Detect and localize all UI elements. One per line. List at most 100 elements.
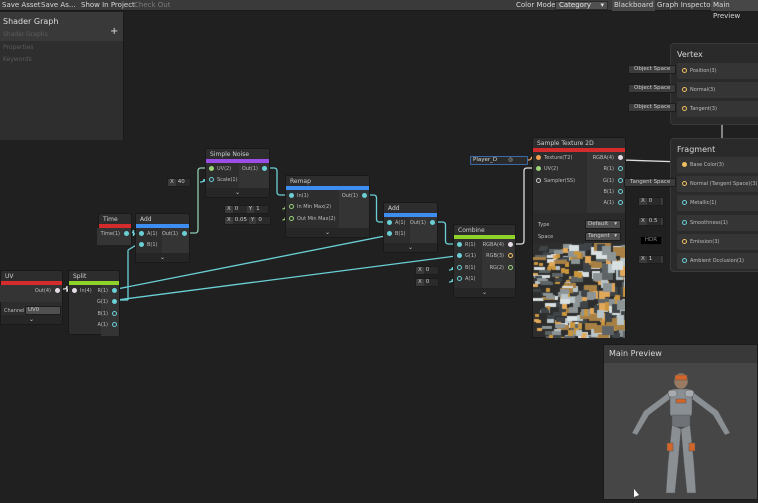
- check-out-button[interactable]: Check Out: [134, 1, 171, 9]
- wire[interactable]: [513, 167, 535, 245]
- output-port[interactable]: [262, 166, 267, 171]
- slot-port[interactable]: [682, 200, 687, 206]
- slot-port[interactable]: [682, 68, 687, 73]
- wire[interactable]: [266, 167, 288, 196]
- texture-object-field[interactable]: Player_D◎: [470, 156, 528, 165]
- fragment-slot[interactable]: Smoothness(1): [677, 214, 758, 231]
- fragment-slot[interactable]: Base Color(3): [677, 157, 758, 173]
- vertex-slot[interactable]: Position(3): [677, 63, 758, 79]
- field-value[interactable]: 0: [423, 279, 438, 286]
- output-port[interactable]: [112, 288, 117, 293]
- main-preview-toggle[interactable]: Main Preview: [711, 0, 758, 20]
- slot-port[interactable]: [682, 238, 687, 244]
- field-value[interactable]: 0: [423, 267, 438, 274]
- vertex-slot[interactable]: Tangent(3): [677, 101, 758, 118]
- expand-chevron-icon[interactable]: ⌄: [136, 253, 189, 262]
- field-value[interactable]: 1: [646, 256, 661, 263]
- output-port[interactable]: [618, 188, 623, 194]
- expand-chevron-icon[interactable]: ⌄: [206, 188, 269, 197]
- output-port[interactable]: [508, 242, 513, 247]
- graph-inspector-toggle[interactable]: Graph Inspector: [657, 1, 714, 9]
- output-port[interactable]: [124, 231, 129, 236]
- section-properties[interactable]: Properties: [3, 44, 34, 51]
- fragment-slot[interactable]: Normal (Tangent Space)(3): [677, 176, 758, 193]
- slot-port[interactable]: [682, 258, 687, 263]
- field-value[interactable]: 0: [232, 206, 247, 213]
- input-port[interactable]: [139, 231, 144, 236]
- fragment-slot[interactable]: Emission(3): [677, 233, 758, 250]
- input-port[interactable]: [72, 288, 77, 293]
- character-preview[interactable]: [604, 363, 758, 501]
- output-port[interactable]: [618, 200, 623, 206]
- input-port[interactable]: [289, 193, 294, 198]
- slot-port[interactable]: [682, 106, 687, 112]
- type-dropdown[interactable]: Default▾: [585, 220, 621, 229]
- input-port[interactable]: [289, 215, 294, 221]
- color-mode-dropdown[interactable]: Category▾: [555, 1, 608, 10]
- input-port[interactable]: [457, 275, 462, 281]
- fragment-slot[interactable]: Ambient Occlusion(1): [677, 253, 758, 269]
- expand-chevron-icon[interactable]: ⌄: [286, 228, 369, 237]
- fragment-slot[interactable]: Metallic(1): [677, 195, 758, 212]
- vertex-slot[interactable]: Normal(3): [677, 82, 758, 99]
- space-field[interactable]: Object Space: [628, 103, 677, 113]
- input-port[interactable]: [209, 177, 214, 183]
- field-value[interactable]: 0: [256, 217, 271, 224]
- input-port[interactable]: [139, 242, 144, 248]
- input-port[interactable]: [536, 166, 541, 172]
- field-value[interactable]: 1: [254, 206, 269, 213]
- output-port[interactable]: [618, 155, 623, 160]
- add-property-button[interactable]: +: [110, 26, 119, 37]
- channel-dropdown[interactable]: UV0: [25, 306, 61, 315]
- slot-port[interactable]: [682, 219, 687, 225]
- output-port[interactable]: [430, 220, 435, 225]
- space-field[interactable]: Object Space: [628, 84, 677, 94]
- wire[interactable]: [367, 194, 386, 223]
- slot-port[interactable]: [682, 162, 687, 167]
- expand-chevron-icon[interactable]: ⌄: [1, 315, 62, 324]
- space-field[interactable]: Tangent Space: [624, 178, 677, 188]
- hdr-color-field[interactable]: HDR: [640, 235, 662, 245]
- save-asset-button[interactable]: Save Asset: [2, 1, 41, 9]
- input-port[interactable]: [457, 253, 462, 259]
- output-port[interactable]: [508, 253, 513, 259]
- output-port[interactable]: [112, 321, 117, 327]
- field-value[interactable]: 0: [646, 198, 661, 206]
- field-value[interactable]: 0.05: [232, 217, 250, 224]
- output-port[interactable]: [618, 177, 623, 183]
- input-port[interactable]: [457, 264, 462, 270]
- slot-port[interactable]: [682, 181, 687, 187]
- section-keywords[interactable]: Keywords: [3, 56, 32, 63]
- input-port[interactable]: [387, 220, 392, 225]
- output-port[interactable]: [112, 299, 117, 305]
- input-port[interactable]: [536, 177, 541, 183]
- output-port[interactable]: [55, 288, 60, 293]
- space-field[interactable]: Object Space: [628, 65, 677, 74]
- input-port[interactable]: [387, 231, 392, 237]
- wire[interactable]: [188, 167, 208, 234]
- save-as-button[interactable]: Save As...: [41, 1, 76, 9]
- output-port[interactable]: [182, 231, 187, 236]
- show-in-project-button[interactable]: Show In Project: [81, 1, 135, 9]
- expand-chevron-icon[interactable]: ⌄: [384, 243, 437, 252]
- blackboard-toggle[interactable]: Blackboard: [612, 0, 656, 11]
- wire[interactable]: [435, 221, 456, 245]
- field-value[interactable]: 40: [175, 179, 190, 186]
- slot-port[interactable]: [682, 87, 687, 93]
- wire[interactable]: [116, 255, 457, 301]
